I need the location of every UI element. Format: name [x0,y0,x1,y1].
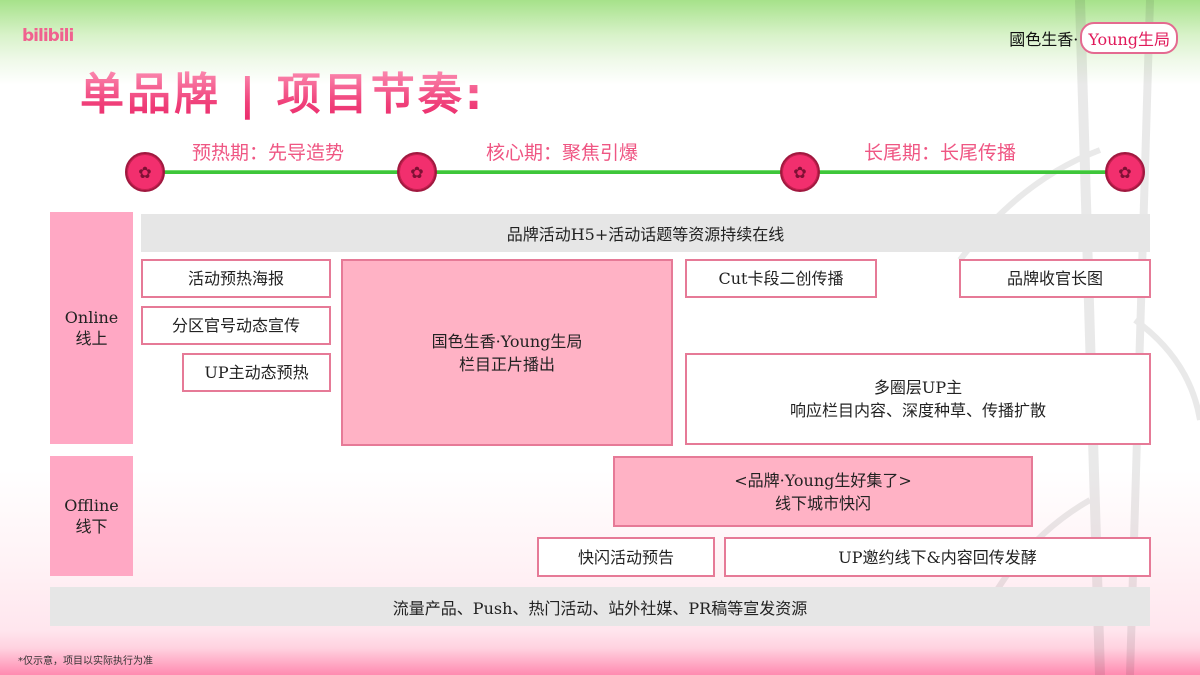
plum-blossom-icon: ✿ [125,152,165,192]
plum-blossom-icon: ✿ [780,152,820,192]
multi-up-box: 多圈层UP主 响应栏目内容、深度种草、传播扩散 [685,353,1151,445]
row-label-online: Online 线上 [50,212,133,444]
bilibili-logo: bilibili [22,26,74,46]
plum-blossom-icon: ✿ [1105,152,1145,192]
offline-event-line2: 线下城市快闪 [774,493,871,513]
plum-blossom-icon: ✿ [397,152,437,192]
up-warmup-box: UP主动态预热 [182,353,331,392]
multi-up-line2: 响应栏目内容、深度种草、传播扩散 [789,401,1046,420]
flash-preview-box: 快闪活动预告 [537,537,715,577]
online-label-zh: 线上 [75,329,108,348]
offline-label-zh: 线下 [75,517,108,536]
multi-up-line1: 多圈层UP主 [873,378,963,397]
offline-label-en: Offline [64,496,119,515]
phase-label-warmup: 预热期：先导造势 [192,142,345,164]
brand-title: 國色生香· Young生局 [1009,22,1178,54]
row-label-offline: Offline 线下 [50,456,133,576]
promo-resources-bar: 流量产品、Push、热门活动、站外社媒、PR稿等宣发资源 [50,587,1150,626]
page-title: 单品牌 | 项目节奏: [80,58,485,122]
zone-official-promo-box: 分区官号动态宣传 [141,306,331,345]
footnote: *仅示意，项目以实际执行为准 [18,656,153,667]
phase-label-core: 核心期：聚焦引爆 [486,142,639,164]
up-invite-box: UP邀约线下&内容回传发酵 [724,537,1151,577]
brand-pill: Young生局 [1080,22,1178,54]
online-resources-bar: 品牌活动H5+活动话题等资源持续在线 [141,214,1150,252]
core-episode-box: 国色生香·Young生局 栏目正片播出 [341,259,673,446]
brand-long-image-box: 品牌收官长图 [959,259,1151,298]
brand-prefix: 國色生香· [1009,30,1079,49]
phase-label-longtail: 长尾期：长尾传播 [864,142,1017,164]
core-line1: 国色生香·Young生局 [431,331,583,351]
warmup-poster-box: 活动预热海报 [141,259,331,298]
online-label-en: Online [64,308,119,327]
timeline-line [145,170,1135,174]
offline-event-box: <品牌·Young生好集了> 线下城市快闪 [613,456,1033,527]
core-line2: 栏目正片播出 [458,354,555,374]
cut-remix-box: Cut卡段二创传播 [685,259,877,298]
offline-event-line1: <品牌·Young生好集了> [734,470,912,490]
